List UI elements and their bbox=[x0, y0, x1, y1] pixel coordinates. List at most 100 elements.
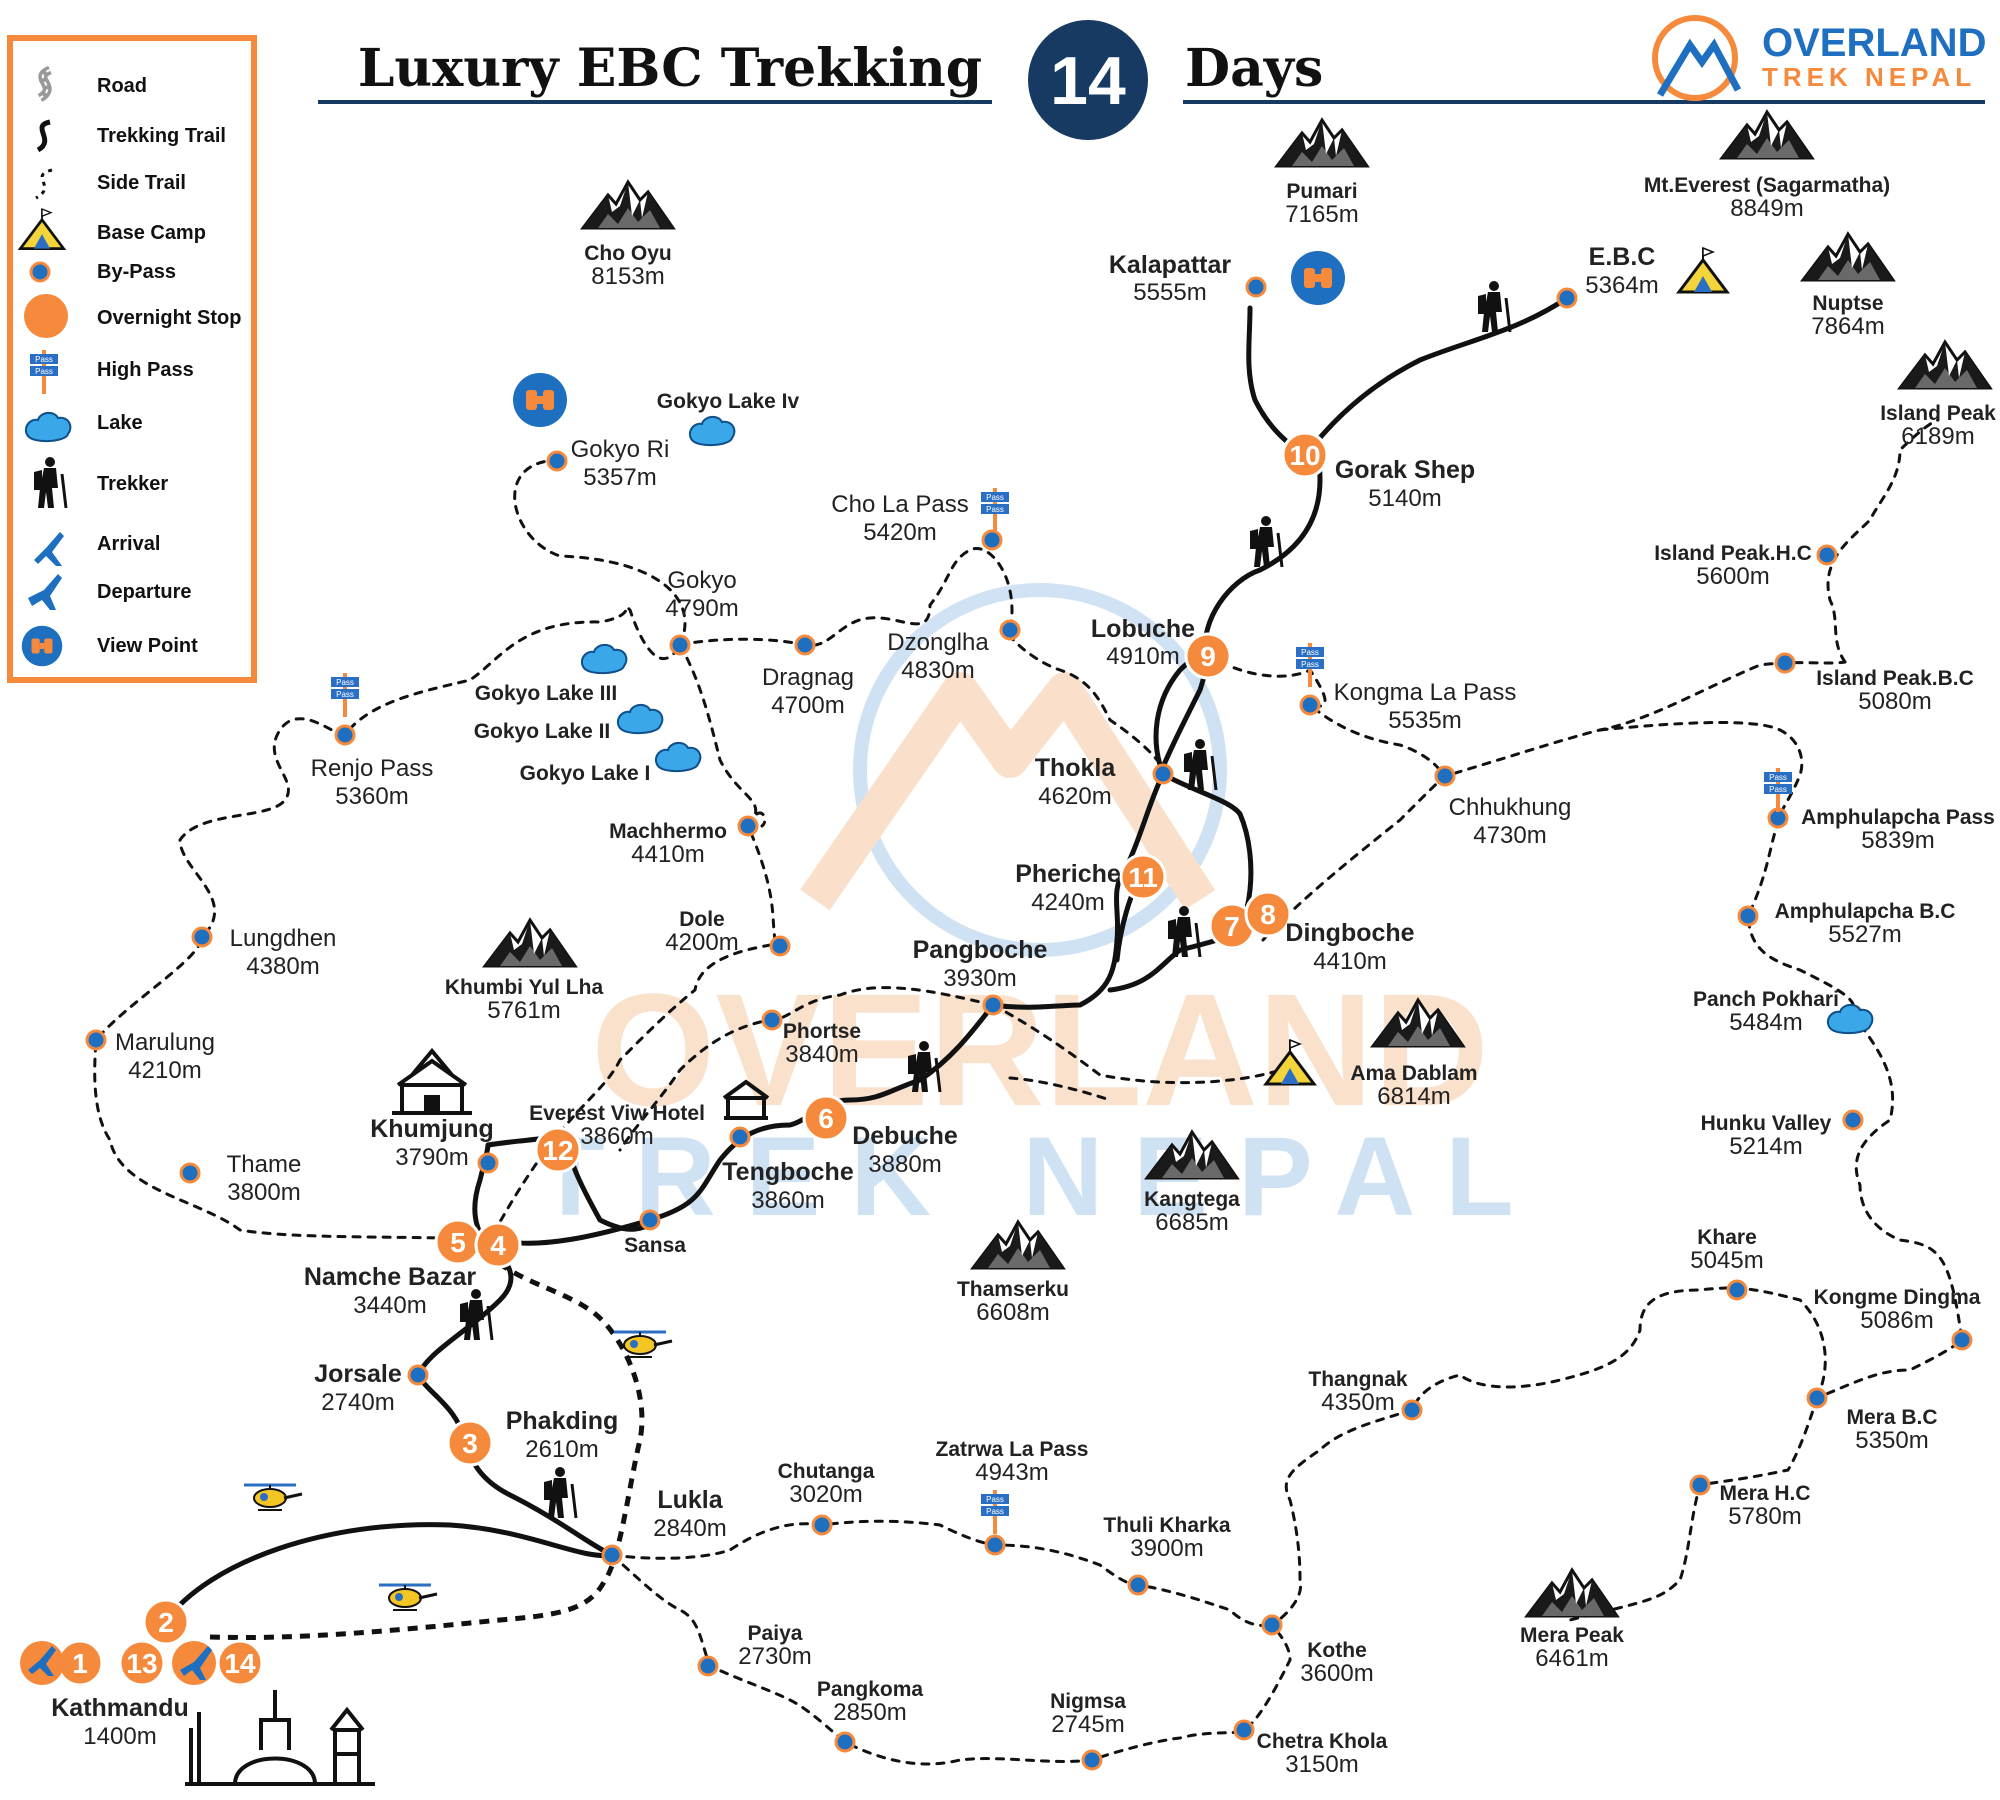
pin-island-peak-hc bbox=[1816, 544, 1838, 566]
pin-khare bbox=[1726, 1279, 1748, 1301]
label-cho-la-pass: Cho La Pass bbox=[831, 491, 968, 518]
overnight-stop-number: 2 bbox=[158, 1607, 174, 1638]
place-name-phakding: Phakding bbox=[506, 1407, 619, 1435]
label-nigmsa-alt: 2745m bbox=[1051, 1711, 1124, 1738]
place-alt-lobuche: 4910m bbox=[1106, 643, 1179, 670]
watermark-line-2: TREK NEPAL bbox=[536, 1114, 1543, 1239]
stupa-icon-kathmandu bbox=[185, 1690, 375, 1786]
minor-place-labels: Gokyo Ri 5357m Gokyo Lake Iv Cho La Pass… bbox=[115, 390, 1995, 1778]
pin-marulung bbox=[85, 1029, 107, 1051]
overnight-stop-marker bbox=[118, 1639, 166, 1687]
label-khare-alt: 5045m bbox=[1690, 1247, 1763, 1274]
trekker-icon-dingboche bbox=[1166, 904, 1202, 959]
label-hunku-valley-alt: 5214m bbox=[1729, 1133, 1802, 1160]
label-lungdhen-alt: 4380m bbox=[246, 953, 319, 980]
label-dole: Dole bbox=[679, 908, 725, 931]
label-chetra-khola-alt: 3150m bbox=[1285, 1751, 1358, 1778]
amphulapcha-pass-sign-icon bbox=[1762, 766, 1794, 814]
pin-lungdhen bbox=[191, 926, 213, 948]
label-pangkoma: Pangkoma bbox=[817, 1678, 924, 1701]
peak-name-cho-oyu: Cho Oyu bbox=[584, 242, 672, 265]
overnight-stop-number: 7 bbox=[1224, 911, 1240, 942]
brand-line-1: OVERLAND bbox=[1762, 21, 1986, 65]
place-alt-kalapattar: 5555m bbox=[1133, 279, 1206, 306]
label-gokyo-lake-ii: Gokyo Lake II bbox=[474, 720, 611, 743]
label-gokyo-ri: Gokyo Ri bbox=[571, 436, 670, 463]
legend-label-overnight-stop: Overnight Stop bbox=[97, 307, 241, 329]
place-alt-everest-view-hotel: 3860m bbox=[580, 1123, 653, 1150]
place-alt-gorak-shep: 5140m bbox=[1368, 485, 1441, 512]
pin-amphulapcha-bc bbox=[1737, 905, 1759, 927]
place-alt-tengboche: 3860m bbox=[751, 1187, 824, 1214]
place-name-namche-bazar: Namche Bazar bbox=[304, 1263, 477, 1291]
overnight-stop-number: 8 bbox=[1260, 899, 1276, 930]
legend-label-arrival: Arrival bbox=[97, 533, 160, 555]
label-chutanga-alt: 3020m bbox=[789, 1481, 862, 1508]
pin-ebc bbox=[1556, 287, 1578, 309]
map-icons bbox=[185, 246, 1874, 1786]
label-marulung-alt: 4210m bbox=[128, 1057, 201, 1084]
overnight-stop-number: 9 bbox=[1200, 641, 1216, 672]
days-badge bbox=[1028, 20, 1148, 140]
overnight-stop-number: 4 bbox=[490, 1230, 506, 1261]
label-lungdhen: Lungdhen bbox=[230, 925, 337, 952]
renjo-pass-sign-icon bbox=[329, 671, 361, 719]
place-alt-pangboche: 3930m bbox=[943, 965, 1016, 992]
view-point-icon-kalapattar bbox=[1291, 251, 1345, 305]
pin-cho-la bbox=[981, 529, 1003, 551]
days-number: 14 bbox=[1050, 43, 1126, 119]
place-name-lukla: Lukla bbox=[657, 1486, 723, 1514]
gokyo-lake-ii-icon bbox=[616, 703, 664, 735]
peak-name-khumbi-yul-lha: Khumbi Yul Lha bbox=[445, 976, 604, 999]
place-name-tengboche: Tengboche bbox=[722, 1158, 854, 1186]
label-kongma-la-pass: Kongma La Pass bbox=[1334, 679, 1517, 706]
peak-name-kangtega: Kangtega bbox=[1144, 1188, 1240, 1211]
place-name-kathmandu: Kathmandu bbox=[51, 1694, 189, 1722]
mountains bbox=[483, 110, 1992, 1618]
mountain-everest-icon bbox=[1720, 110, 1814, 160]
trekking-trail-icon bbox=[36, 119, 51, 153]
place-alt-kathmandu: 1400m bbox=[83, 1723, 156, 1750]
helicopter-icon-1 bbox=[242, 1483, 304, 1512]
overnight-stop-number: 5 bbox=[450, 1227, 466, 1258]
label-mera-hc-alt: 5780m bbox=[1728, 1503, 1801, 1530]
place-alt-jorsale: 2740m bbox=[321, 1389, 394, 1416]
kongma-la-pass-sign-icon bbox=[1294, 641, 1326, 689]
peak-alt-mera-peak: 6461m bbox=[1535, 1645, 1608, 1672]
label-island-peak-bc: Island Peak.B.C bbox=[1816, 667, 1974, 690]
overnight-stop-marker bbox=[802, 1094, 850, 1142]
overnight-stop-marker bbox=[1184, 632, 1232, 680]
legend-label-departure: Departure bbox=[97, 581, 191, 603]
overnight-stop-icon bbox=[24, 294, 68, 338]
label-panch-pokhari-alt: 5484m bbox=[1729, 1009, 1802, 1036]
place-name-kalapattar: Kalapattar bbox=[1109, 251, 1232, 279]
place-labels: Kalapattar 5555m E.B.C 5364m Gorak Shep … bbox=[51, 243, 1658, 1750]
pin-nigmsa bbox=[1081, 1749, 1103, 1771]
label-amphulapcha-bc: Amphulapcha B.C bbox=[1775, 900, 1956, 923]
legend: Road Trekking Trail Side Trail Base Camp… bbox=[7, 35, 257, 683]
arrival-plane-icon bbox=[28, 1646, 56, 1676]
label-amphulapcha-pass-alt: 5839m bbox=[1861, 827, 1934, 854]
label-dole-alt: 4200m bbox=[665, 929, 738, 956]
place-name-khumjung: Khumjung bbox=[370, 1115, 494, 1143]
place-name-pheriche: Pheriche bbox=[1015, 860, 1121, 888]
label-island-peak-hc: Island Peak.H.C bbox=[1654, 542, 1812, 565]
gokyo-lake-iii-icon bbox=[580, 643, 628, 675]
place-alt-pheriche: 4240m bbox=[1031, 889, 1104, 916]
label-island-peak-bc-alt: 5080m bbox=[1858, 688, 1931, 715]
departure-plane-icon bbox=[180, 1646, 212, 1680]
label-thame: Thame bbox=[227, 1151, 302, 1178]
title-left: Luxury EBC Trekking bbox=[358, 38, 982, 99]
label-dzonglha: Dzonglha bbox=[887, 629, 989, 656]
watermark-line-1: OVERLAND bbox=[591, 960, 1489, 1139]
legend-label-trekker: Trekker bbox=[97, 473, 168, 495]
label-khare: Khare bbox=[1697, 1226, 1757, 1249]
place-alt-phakding: 2610m bbox=[525, 1436, 598, 1463]
pin-renjo bbox=[334, 724, 356, 746]
pin-kongma-la bbox=[1299, 694, 1321, 716]
label-chetra-khola: Chetra Khola bbox=[1257, 1730, 1388, 1753]
pin-pangboche bbox=[982, 994, 1004, 1016]
label-phortse: Phortse bbox=[783, 1020, 861, 1043]
place-alt-dingboche: 4410m bbox=[1313, 948, 1386, 975]
legend-label-high-pass: High Pass bbox=[97, 359, 194, 381]
